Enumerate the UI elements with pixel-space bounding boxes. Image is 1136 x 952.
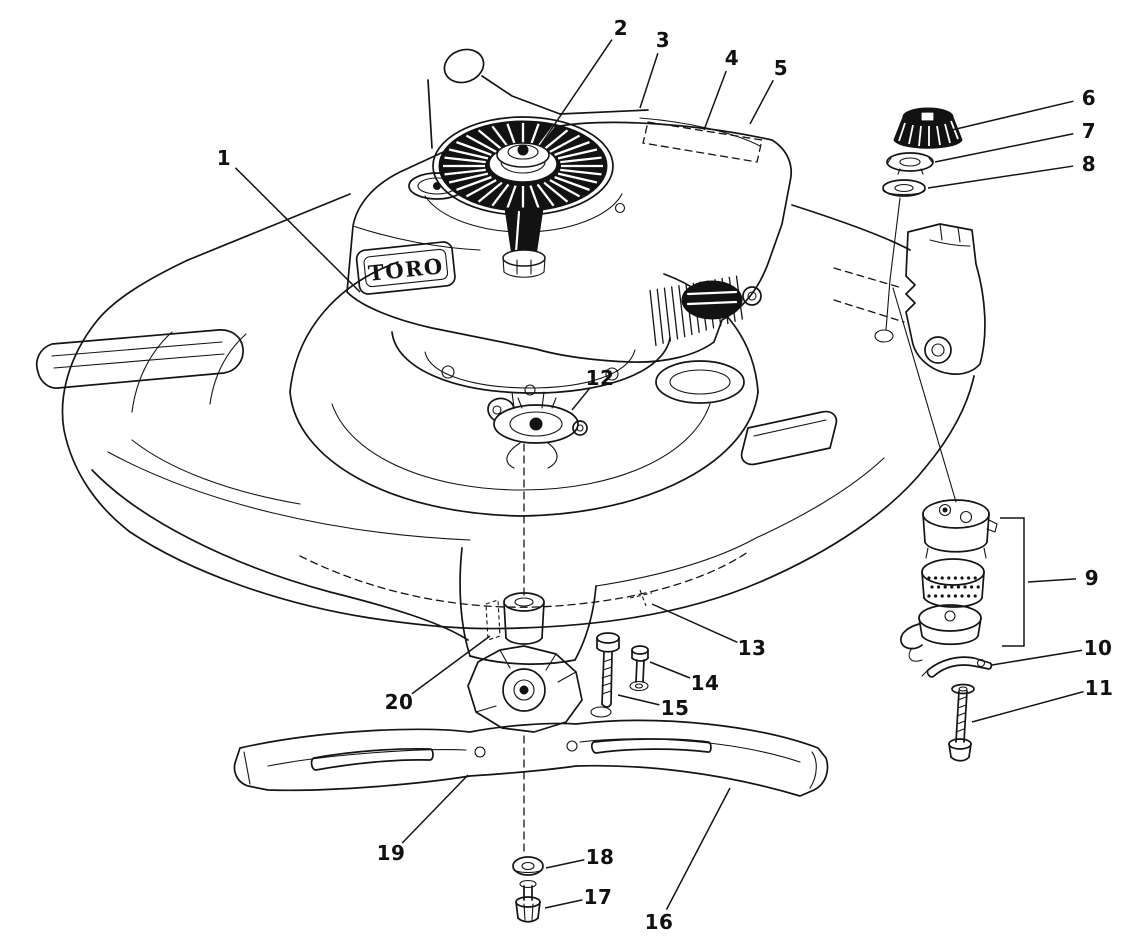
cover-decal: [642, 121, 763, 163]
callout-label-3: 3: [655, 28, 671, 52]
callout-label-11: 11: [1084, 676, 1114, 700]
callout-label-4: 4: [724, 46, 740, 70]
wave-washer: [886, 152, 934, 175]
blade-washer: [512, 856, 544, 876]
engine-mount-plate: [391, 331, 671, 409]
mount-bolt-short: [629, 645, 649, 692]
callout-label-1: 1: [216, 146, 232, 170]
callout-label-13: 13: [737, 636, 767, 660]
leader-line-8: [927, 165, 1074, 189]
leader-line-5: [749, 79, 774, 125]
callout-label-8: 8: [1081, 152, 1097, 176]
callout-label-19: 19: [376, 841, 406, 865]
recoil-fins: [443, 123, 603, 209]
callout-label-6: 6: [1081, 86, 1097, 110]
deck-hidden-marks: [629, 589, 653, 607]
muffler-bolt: [948, 683, 975, 762]
engine: TORO: [346, 109, 792, 363]
callout-label-18: 18: [585, 845, 615, 869]
leader-line-1: [234, 167, 361, 293]
brand-label: TORO: [367, 253, 445, 286]
leader-line-17: [544, 899, 583, 909]
callout-label-14: 14: [690, 671, 720, 695]
callout-label-17: 17: [583, 885, 613, 909]
callout-label-10: 10: [1083, 636, 1113, 660]
callout-9-bracket: [1000, 517, 1025, 647]
flat-washer: [882, 179, 926, 197]
leader-line-15: [617, 694, 660, 706]
muffler-top-cap: [922, 499, 998, 559]
leader-line-20: [411, 635, 491, 695]
engine-muffler-shadow: [681, 280, 743, 320]
callout-label-20: 20: [384, 690, 414, 714]
air-intake-stem: [885, 197, 901, 331]
callout-label-12: 12: [585, 366, 615, 390]
callout-label-15: 15: [660, 696, 690, 720]
leader-line-18: [545, 859, 585, 869]
leader-line-14: [649, 661, 691, 679]
air-filter-cap: [893, 107, 963, 149]
leader-line-3: [639, 53, 659, 109]
spark-plug: [742, 286, 762, 306]
callout-label-16: 16: [644, 910, 674, 934]
starter-center-bolt: [517, 144, 529, 156]
leader-line-2: [539, 39, 613, 147]
callout-label-9: 9: [1084, 566, 1100, 590]
muffler-body: [921, 558, 985, 608]
carb-inlet: [874, 329, 894, 343]
handle-bracket: [833, 223, 986, 375]
leader-line-7: [934, 133, 1074, 163]
callout-label-2: 2: [613, 16, 629, 40]
leader-line-12: [571, 388, 591, 411]
muffler-perforations: [927, 576, 980, 598]
recoil-starter: [432, 116, 614, 216]
leader-line-11: [971, 690, 1084, 723]
blade-hub: [467, 645, 583, 733]
muffler-bracket: [921, 656, 993, 678]
crankshaft-end: [503, 592, 545, 645]
leader-line-19: [401, 774, 469, 844]
muffler-mount-line: [892, 287, 957, 503]
mount-bolt-long: [590, 632, 620, 718]
leader-line-13: [651, 603, 738, 644]
leader-line-6: [951, 100, 1074, 131]
blade-bolt: [515, 879, 541, 923]
blade-adapter: [487, 397, 588, 469]
callout-label-5: 5: [773, 56, 789, 80]
muffler-bottom-cap: [900, 604, 982, 662]
crankshaft-column: [502, 207, 546, 278]
mower-deck: [35, 48, 975, 665]
leader-line-4: [703, 70, 727, 131]
brand-plate: TORO: [355, 241, 456, 295]
leader-line-10: [991, 649, 1083, 666]
callout-lines: [234, 39, 1084, 910]
blade: [233, 719, 829, 797]
leader-line-16: [665, 787, 731, 910]
leader-line-9: [1027, 578, 1077, 583]
deck-slot: [485, 599, 501, 641]
callout-label-7: 7: [1081, 119, 1097, 143]
